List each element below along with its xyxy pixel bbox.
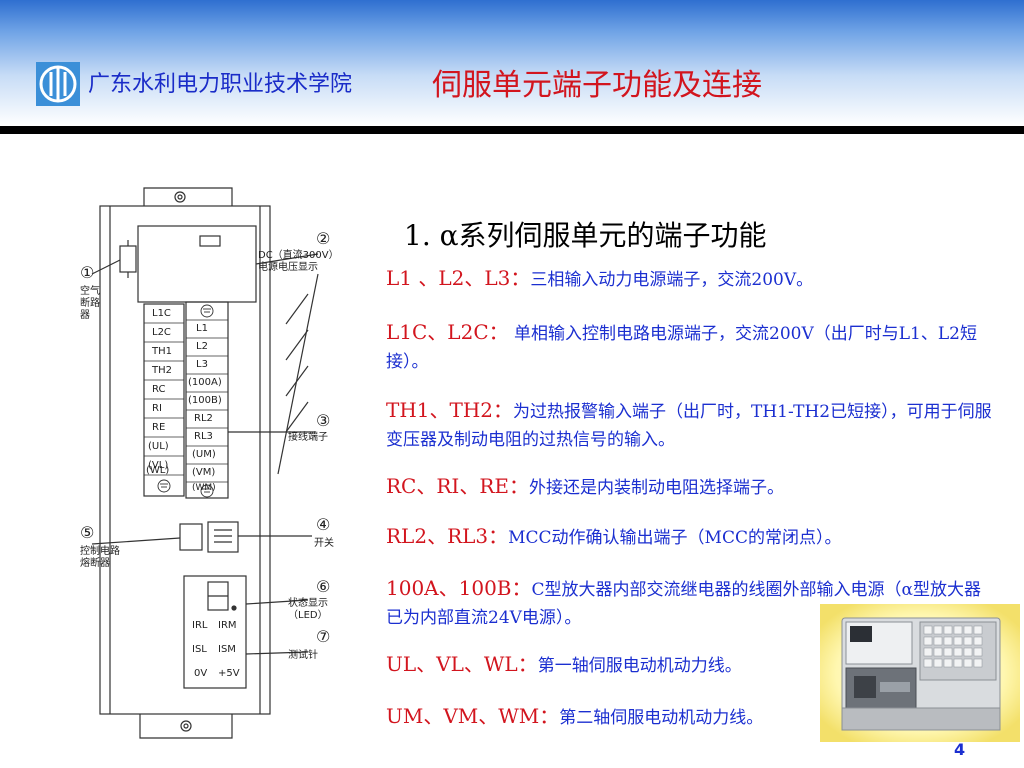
callout-label-dc-voltage-2: 电源电压显示: [258, 262, 318, 273]
callout-4: ④: [316, 515, 331, 534]
test-pin-label: ISL: [192, 644, 207, 655]
section-title: 1. α系列伺服单元的端子功能: [404, 219, 767, 252]
school-emblem-icon: [36, 62, 80, 106]
callout-6: ⑥: [316, 577, 331, 596]
terminal-label: (100A): [188, 377, 222, 388]
list-item: 100A、100B：C型放大器内部交流继电器的线圈外部输入电源（α型放大器已为内…: [386, 574, 996, 632]
header-banner: [0, 0, 1024, 126]
terminal-label: RE: [152, 422, 166, 433]
item-term: UM、VM、WM：: [386, 704, 560, 728]
callout-label-switch: 开关: [314, 538, 334, 549]
callout-3: ③: [316, 411, 331, 430]
item-desc: 外接还是内装制动电阻选择端子。: [528, 478, 784, 498]
callout-label-led-2: （LED）: [288, 610, 328, 621]
terminal-label: L1C: [152, 308, 171, 319]
test-pin-label: +5V: [218, 668, 240, 679]
terminal-label: RL3: [194, 431, 213, 442]
terminal-label: RC: [152, 384, 166, 395]
item-term: TH1、TH2：: [386, 398, 514, 422]
item-term: RL2、RL3：: [386, 524, 509, 548]
terminal-label: L3: [196, 359, 208, 370]
terminal-label: (VM): [192, 467, 216, 478]
item-desc: C型放大器内部交流继电器的线圈外部输入电源（α型放大器已为内部直流24V电源）。: [386, 580, 981, 628]
callout-label-test-pin: 测试针: [288, 650, 318, 661]
callout-5: ⑤: [80, 523, 95, 542]
item-term: RC、RI、RE：: [386, 474, 529, 498]
terminal-label: L1: [196, 323, 208, 334]
callout-label-terminals: 接线端子: [288, 432, 328, 443]
slide-title: 伺服单元端子功能及连接: [432, 68, 762, 103]
terminal-label: (100B): [188, 395, 222, 406]
callout-7: ⑦: [316, 627, 331, 646]
page-number: 4: [954, 740, 966, 759]
servo-unit-drawing: [91, 187, 319, 739]
terminal-label: (WL): [146, 465, 170, 476]
item-desc: 第二轴伺服电动机动力线。: [559, 708, 764, 728]
callout-label-fuse: 控制电路熔断器: [80, 546, 120, 569]
callout-label-breaker: 空气断路器: [80, 286, 100, 321]
item-term: L1C、L2C：: [386, 320, 509, 344]
test-pin-label: IRM: [218, 620, 237, 631]
item-desc: 为过热报警输入端子（出厂时，TH1-TH2已短接），可用于伺服变压器及制动电阻的…: [386, 402, 992, 450]
test-pin-label: ISM: [218, 644, 236, 655]
item-desc: 第一轴伺服电动机动力线。: [537, 656, 742, 676]
terminal-label: TH2: [152, 365, 172, 376]
list-item: L1 、L2、L3：三相输入动力电源端子，交流200V。: [386, 264, 996, 294]
list-item: TH1、TH2：为过热报警输入端子（出厂时，TH1-TH2已短接），可用于伺服变…: [386, 396, 996, 454]
item-desc: 单相输入控制电路电源端子，交流200V（出厂时与L1、L2短接）。: [386, 324, 977, 372]
test-pin-label: IRL: [192, 620, 208, 631]
terminal-label: (UL): [148, 441, 169, 452]
list-item: UM、VM、WM：第二轴伺服电动机动力线。: [386, 702, 996, 732]
list-item: L1C、L2C： 单相输入控制电路电源端子，交流200V（出厂时与L1、L2短接…: [386, 318, 996, 376]
list-item: RL2、RL3：MCC动作确认输出端子（MCC的常闭点）。: [386, 522, 996, 552]
callout-2: ②: [316, 229, 331, 248]
cnc-lathe-image: [820, 604, 1020, 742]
item-term: UL、VL、WL：: [386, 652, 538, 676]
item-term: 100A、100B：: [386, 576, 532, 600]
terminal-label: L2: [196, 341, 208, 352]
terminal-label: TH1: [152, 346, 172, 357]
terminal-label: RL2: [194, 413, 213, 424]
item-desc: MCC动作确认输出端子（MCC的常闭点）。: [508, 528, 842, 548]
item-desc: 三相输入动力电源端子，交流200V。: [530, 270, 814, 290]
terminal-label: (WM): [192, 483, 216, 493]
terminal-label: (UM): [192, 449, 216, 460]
servo-unit-diagram: ② ① ③ ④ ⑤ ⑥ ⑦ 空气断路器 DC（直流300V） 电源电压显示 接线…: [72, 184, 372, 744]
school-name: 广东水利电力职业技术学院: [88, 72, 353, 97]
item-term: L1 、L2、L3：: [386, 266, 531, 290]
header-divider: [0, 126, 1024, 134]
callout-label-dc-voltage-1: DC（直流300V）: [258, 250, 339, 261]
callout-1: ①: [80, 263, 95, 282]
terminal-label: L2C: [152, 327, 171, 338]
test-pin-label: 0V: [194, 668, 208, 679]
terminal-label: RI: [152, 403, 162, 414]
list-item: RC、RI、RE：外接还是内装制动电阻选择端子。: [386, 472, 996, 502]
terminal-label: (VL): [148, 460, 169, 471]
callout-label-led-1: 状态显示: [288, 598, 328, 609]
list-item: UL、VL、WL：第一轴伺服电动机动力线。: [386, 650, 996, 680]
